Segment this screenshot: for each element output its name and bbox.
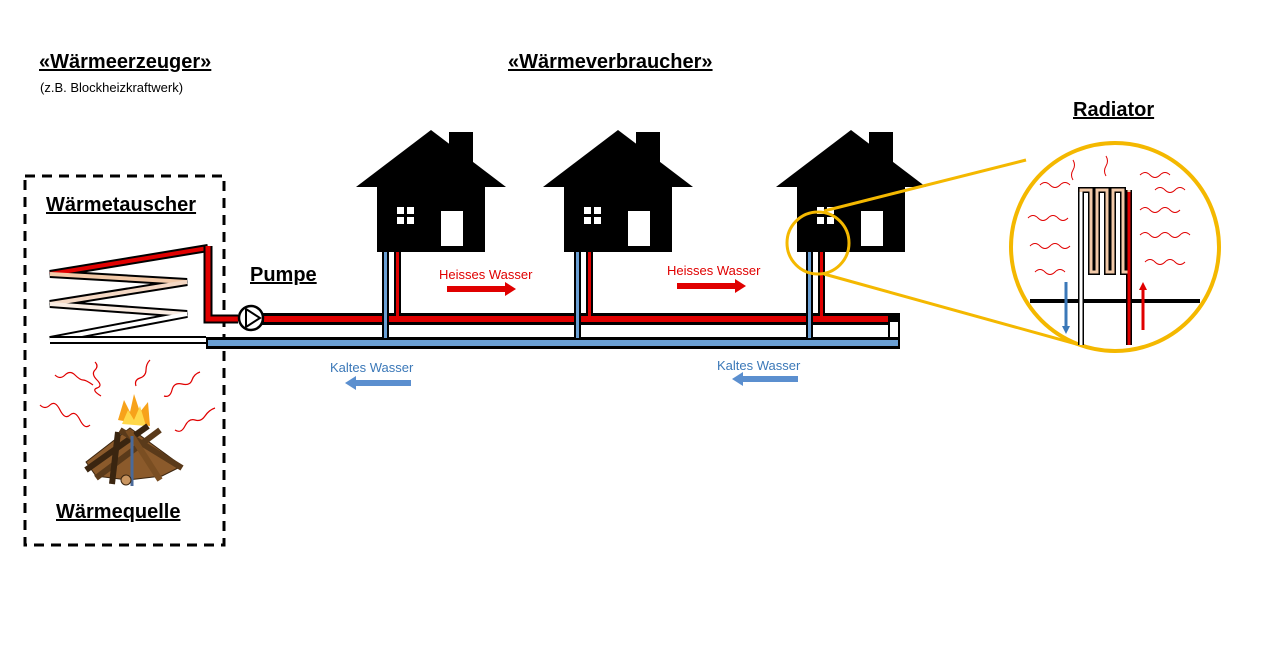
cold-water-label: Kaltes Wasser [717, 358, 801, 373]
fire-icon [84, 394, 184, 486]
zoom-callout [785, 158, 1081, 347]
hot-flow-arrow [677, 279, 746, 293]
consumer-title: «Wärmeverbraucher» [508, 51, 713, 73]
cold-water-label: Kaltes Wasser [330, 360, 414, 375]
cold-flow-arrow [732, 372, 798, 386]
hot-flow-arrow [447, 282, 516, 296]
radiator-detail [1009, 141, 1221, 353]
house-risers [382, 236, 825, 340]
radiator-icon [1078, 187, 1132, 345]
house-icon [356, 130, 506, 252]
producer-title: «Wärmeerzeuger» [39, 51, 212, 73]
radiator-title: Radiator [1073, 99, 1155, 121]
producer-box [23, 174, 226, 547]
hot-water-label: Heisses Wasser [667, 263, 761, 278]
pump-icon [237, 304, 265, 332]
heat-exchanger-label: Wärmetauscher [46, 194, 197, 216]
heat-wave-icon [1027, 155, 1191, 275]
house-icon [543, 130, 693, 252]
heat-exchanger-coil [49, 244, 209, 344]
hot-water-label: Heisses Wasser [439, 267, 533, 282]
cold-flow-arrow [345, 376, 411, 390]
heat-source-label: Wärmequelle [56, 501, 181, 523]
heat-wave-icon [39, 359, 216, 432]
producer-example: (z.B. Blockheizkraftwerk) [40, 80, 184, 95]
pump-label: Pumpe [250, 264, 317, 286]
